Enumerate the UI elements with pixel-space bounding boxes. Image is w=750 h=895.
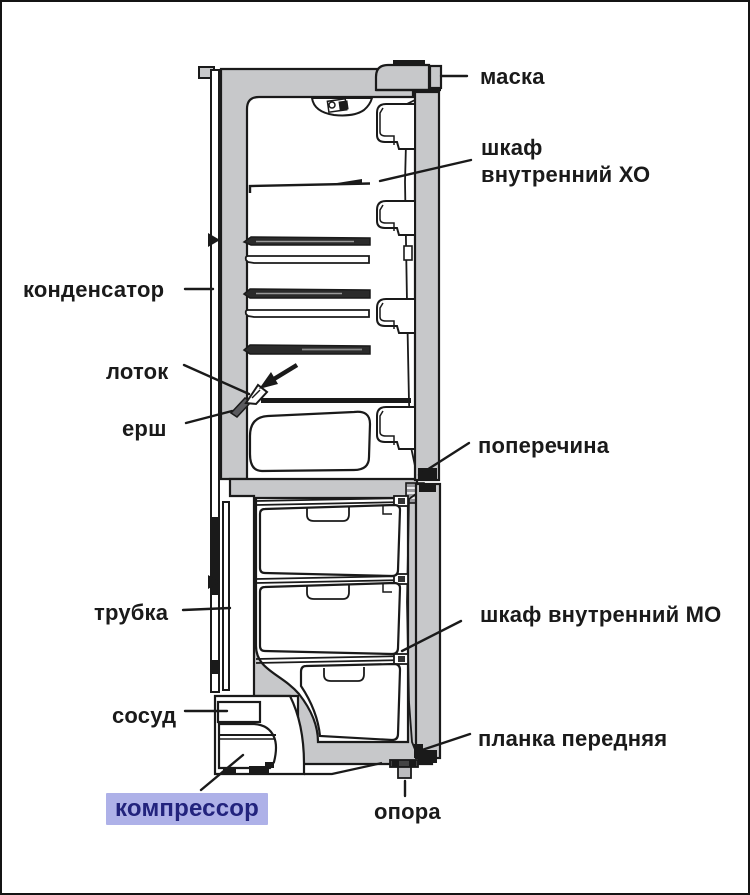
leader-ersh: [184, 409, 234, 425]
tube-line: [222, 501, 230, 691]
tray-arrow-icon: [259, 363, 299, 389]
support-leg: [389, 759, 419, 779]
label-maska: маска: [480, 64, 545, 89]
upper-door: [374, 60, 443, 482]
leader-shkaf-ho: [378, 158, 473, 183]
drip-tray-lotok: [229, 383, 269, 418]
label-opora: опора: [374, 799, 441, 824]
crisper-drawer: [248, 410, 372, 473]
shelves: [242, 179, 371, 355]
label-shkaf-mo: шкаф внутренний МО: [480, 602, 722, 627]
leader-shkaf-mo: [400, 619, 463, 653]
fridge-compartment-contents: [229, 97, 411, 473]
top-cap-maska: [374, 60, 443, 92]
label-shkaf-ho-line2: внутренний ХО: [481, 162, 651, 187]
freezer-drawer: [258, 503, 402, 578]
compressor-drawing: [217, 722, 278, 770]
drawer-rails: [255, 495, 409, 665]
label-shkaf-ho-line1: шкаф: [481, 135, 543, 160]
leader-planka: [417, 732, 472, 753]
label-sosud: сосуд: [112, 703, 177, 728]
label-ersh: ерш: [122, 416, 167, 441]
leader-kompressor: [199, 753, 245, 792]
compressor-mounts: [223, 762, 274, 774]
condenser-marker-icon: [208, 575, 220, 589]
freezer-compartment-contents: [255, 495, 409, 742]
label-poperechina: поперечина: [478, 433, 610, 458]
leader-poperechina: [417, 441, 471, 477]
leader-lines: [181, 74, 473, 798]
freezer-drawer: [258, 581, 402, 656]
leader-lotok: [182, 363, 251, 396]
label-shkaf-ho: шкаф внутренний ХО: [481, 134, 650, 188]
lamp-housing: [310, 97, 374, 117]
door-balconies: [376, 103, 416, 450]
label-kompressor-highlighted[interactable]: компрессор: [106, 793, 268, 825]
freezer-drawer: [299, 662, 402, 742]
leader-trubka: [181, 606, 232, 612]
label-trubka: трубка: [94, 600, 169, 625]
machine-compartment: [216, 700, 278, 774]
label-planka: планка передняя: [478, 726, 668, 751]
condenser-marker-icon: [208, 233, 220, 247]
label-kondensator: конденсатор: [23, 277, 165, 302]
label-lotok: лоток: [106, 359, 169, 384]
glass-shelf: [261, 398, 411, 403]
